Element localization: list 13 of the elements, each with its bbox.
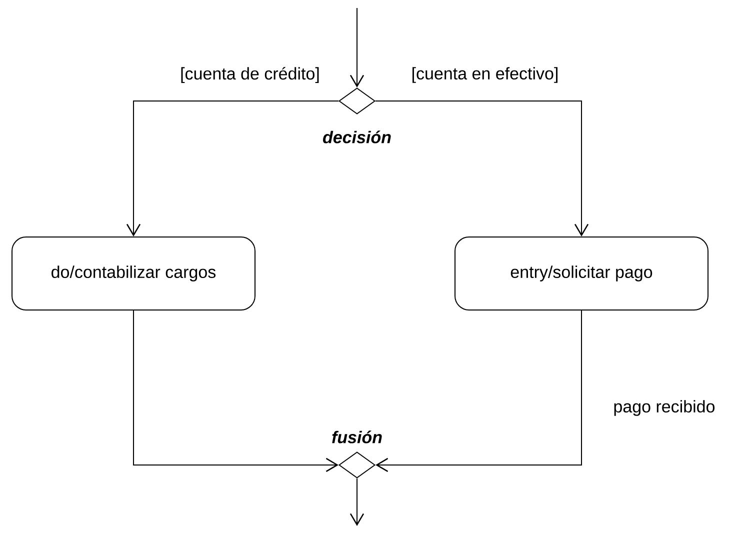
- edge-label: [cuenta de crédito]: [179, 66, 321, 84]
- state-box: do/contabilizar cargos: [12, 236, 256, 310]
- edge-label: [cuenta en efectivo]: [410, 66, 560, 84]
- arrow: [375, 100, 589, 236]
- edge-label: pago recibido: [612, 399, 716, 417]
- arrow: [126, 100, 339, 236]
- arrow: [350, 7, 364, 88]
- arrow: [350, 478, 364, 526]
- node-caption: decisión: [323, 130, 391, 144]
- node-caption: fusión: [332, 430, 382, 444]
- state-box: entry/solicitar pago: [454, 236, 708, 310]
- arrow: [376, 310, 582, 472]
- arrow: [133, 310, 338, 472]
